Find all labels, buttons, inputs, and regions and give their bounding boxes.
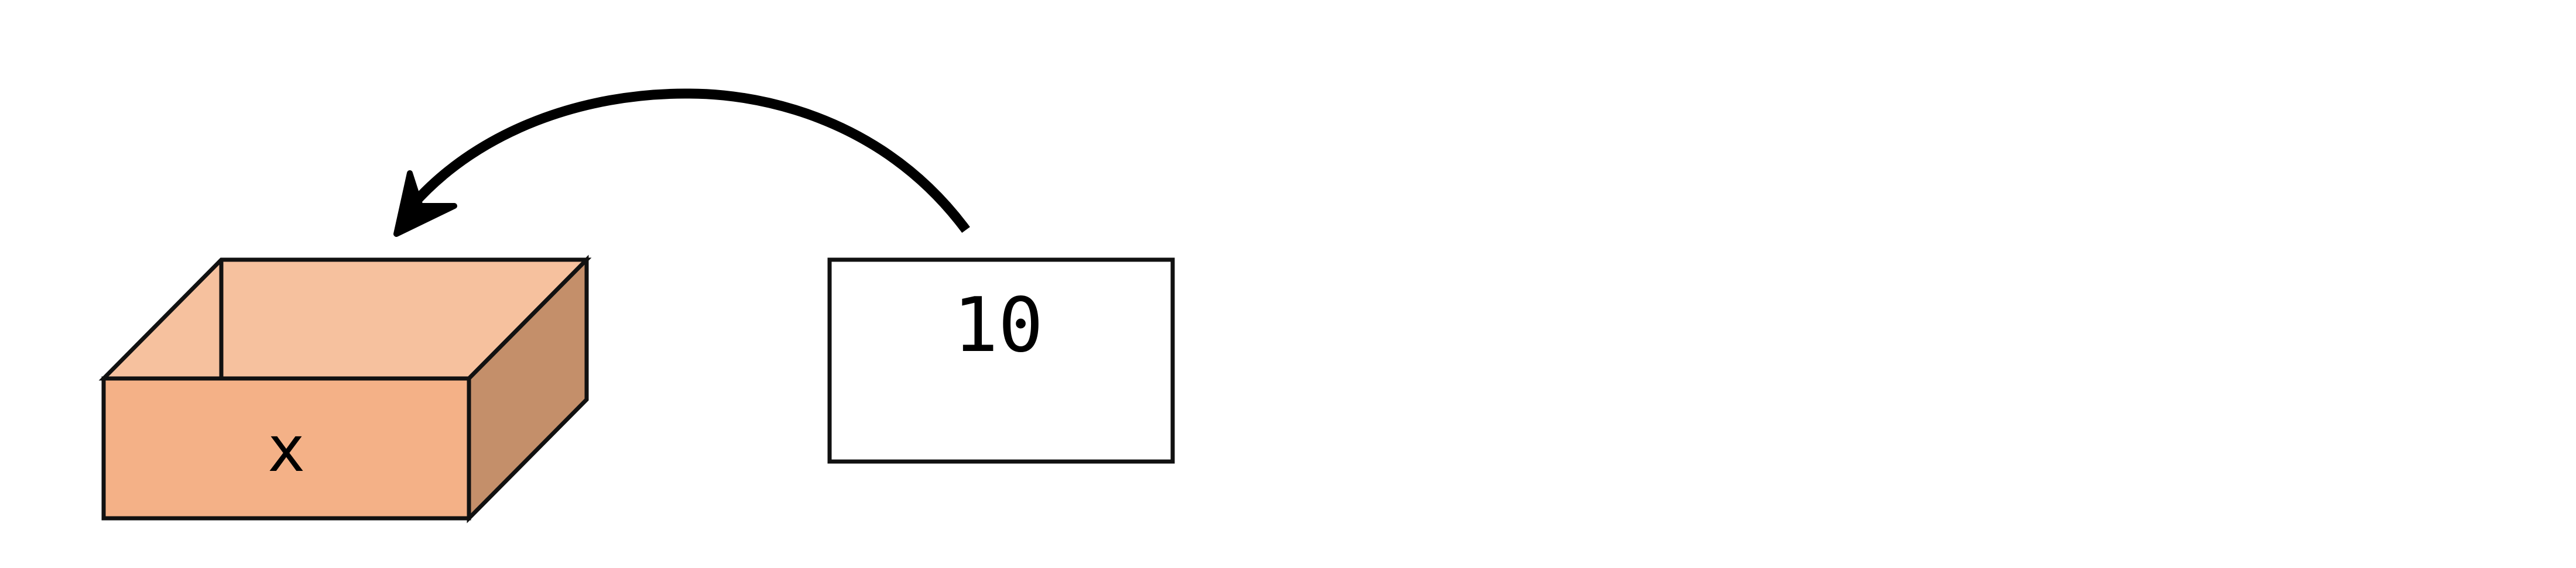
assignment-arrow-head bbox=[393, 170, 457, 237]
variable-box: x bbox=[98, 254, 592, 524]
assignment-arrow bbox=[393, 88, 970, 237]
value-box-rect bbox=[827, 257, 1175, 464]
variable-box-label: x bbox=[267, 413, 305, 486]
variable-box-front bbox=[101, 376, 471, 521]
value-box: 10 bbox=[827, 257, 1175, 464]
value-box-value: 10 bbox=[953, 282, 1043, 369]
assignment-arrow-curve bbox=[409, 88, 970, 233]
